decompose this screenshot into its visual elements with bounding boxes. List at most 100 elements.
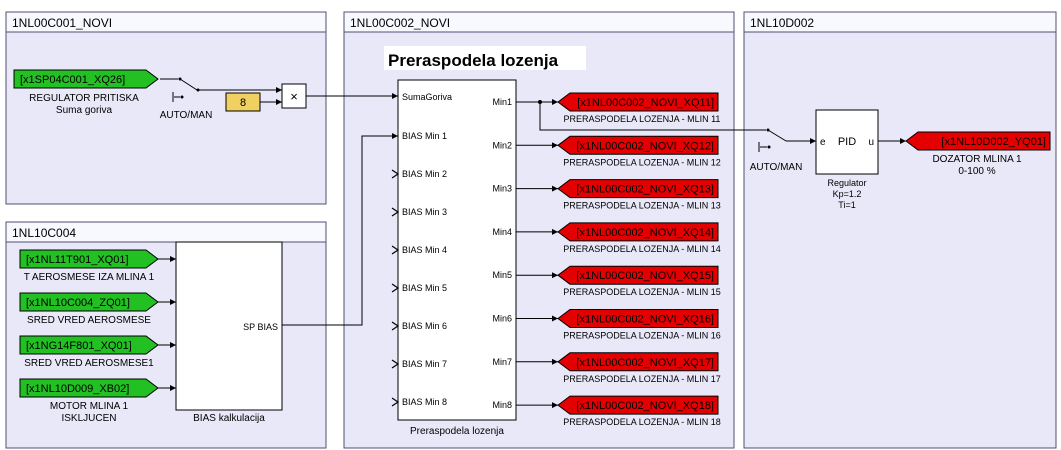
output-label: PRERASPODELA LOZENJA - MLIN 13 [563,201,721,211]
regulator-label: Regulator [827,178,866,188]
svg-text:[x1NL00C002_NOVI_XQ12]: [x1NL00C002_NOVI_XQ12] [576,140,714,152]
pid-port-u: u [868,137,874,148]
port-label: Min2 [492,140,512,150]
svg-text:[x1NL00C002_NOVI_XQ15]: [x1NL00C002_NOVI_XQ15] [576,270,714,282]
output-label: PRERASPODELA LOZENJA - MLIN 17 [563,374,721,384]
svg-text:[x1NL00C002_NOVI_XQ18]: [x1NL00C002_NOVI_XQ18] [576,400,714,412]
port-label: BIAS Min 4 [402,245,447,255]
port-label: BIAS Min 8 [402,397,447,407]
output-tag-mlin-17[interactable]: [x1NL00C002_NOVI_XQ17] [557,352,719,372]
subsystem-title: 1NL00C001_NOVI [12,16,112,30]
diagram-title: Preraspodela lozenja [388,51,559,70]
input-label: MOTOR MLINA 1 [50,401,129,412]
output-tag-mlin-12[interactable]: [x1NL00C002_NOVI_XQ12] [557,135,719,155]
pid-port-e: e [820,137,826,148]
output-tag-mlin-16[interactable]: [x1NL00C002_NOVI_XQ16] [557,309,719,328]
port-label: Min8 [492,400,512,410]
regulator-ti: Ti=1 [838,200,855,210]
input-label: REGULATOR PRITISKA [29,93,139,104]
svg-text:[x1NL00C002_NOVI_XQ17]: [x1NL00C002_NOVI_XQ17] [576,357,714,369]
output-tag-mlin-11[interactable]: [x1NL00C002_NOVI_XQ11] [557,92,719,112]
output-label: PRERASPODELA LOZENJA - MLIN 12 [563,157,721,167]
bias-port-6[interactable]: BIAS Min 6 [391,321,447,331]
input-tag-suma-goriva[interactable]: [x1SP04C001_XQ26] [13,69,159,89]
pid-block[interactable] [815,109,879,175]
subsystem-title: 1NL00C002_NOVI [350,16,450,30]
input-label: T AEROSMESE IZA MLINA 1 [24,272,155,283]
subsystem-1NL10D002[interactable]: 1NL10D002 [743,11,1057,449]
port-label: BIAS Min 1 [402,131,447,141]
bias-port-3[interactable]: BIAS Min 3 [391,207,447,217]
svg-text:[x1NL10D009_XB02]: [x1NL10D009_XB02] [26,383,129,395]
output-tag-mlin-13[interactable]: [x1NL00C002_NOVI_XQ13] [557,179,719,199]
output-tag-dozator[interactable]: [x1NL10D002_YQ01] [905,131,1051,151]
port-sp-bias: SP BIAS [243,322,278,332]
port-label: BIAS Min 3 [402,207,447,217]
svg-text:×: × [290,89,298,104]
input-label: ISKLJUCEN [61,413,116,424]
bias-port-5[interactable]: BIAS Min 5 [391,283,447,293]
port-suma-goriva: SumaGoriva [402,92,452,102]
output-label: PRERASPODELA LOZENJA - MLIN 11 [564,114,721,124]
subsystem-title: 1NL10C004 [12,226,76,240]
bias-port-8[interactable]: BIAS Min 8 [391,397,447,407]
wire-junction [538,100,542,104]
output-label: PRERASPODELA LOZENJA - MLIN 14 [563,244,721,254]
auto-man-switch[interactable] [160,77,205,103]
port-label: Min1 [492,97,512,107]
svg-text:[x1NL00C002_NOVI_XQ11]: [x1NL00C002_NOVI_XQ11] [577,97,714,109]
auto-man-switch[interactable] [758,128,787,153]
constant-block[interactable]: 8 [225,92,261,112]
bias-port-7[interactable]: BIAS Min 7 [391,359,447,369]
input-tag-1[interactable]: [x1NL11T901_XQ01] [19,249,159,269]
port-label: BIAS Min 6 [402,321,447,331]
svg-text:[x1NG14F801_XQ01]: [x1NG14F801_XQ01] [26,340,132,352]
input-tag-3[interactable]: [x1NG14F801_XQ01] [19,335,159,355]
output-label: 0-100 % [958,166,995,177]
svg-text:[x1SP04C001_XQ26]: [x1SP04C001_XQ26] [20,74,125,86]
bias-port-group: BIAS Min 1 BIAS Min 2 BIAS Min 3 BIAS Min 4… [391,131,447,407]
preraspodela-block[interactable] [397,79,517,421]
port-label: BIAS Min 5 [402,283,447,293]
output-label: DOZATOR MLINA 1 [932,154,1022,165]
output-tag-mlin-15[interactable]: [x1NL00C002_NOVI_XQ15] [557,265,719,285]
bias-port-2[interactable]: BIAS Min 2 [391,169,447,179]
block-caption: BIAS kalkulacija [193,413,265,424]
title-background [384,46,586,70]
wire-sp-bias [282,133,398,326]
svg-text:[x1NL10C004_ZQ01]: [x1NL10C004_ZQ01] [26,297,130,309]
port-label: Min5 [492,270,512,280]
svg-text:[x1NL10D002_YQ01]: [x1NL10D002_YQ01] [941,136,1046,148]
port-label: Min4 [492,227,512,237]
port-label: Min3 [492,184,512,194]
port-label: Min6 [492,314,512,324]
subsystem-1NL00C001[interactable]: 1NL00C001_NOVI [5,11,327,205]
output-tag-mlin-18[interactable]: [x1NL00C002_NOVI_XQ18] [557,395,719,415]
switch-label: AUTO/MAN [750,162,803,173]
svg-text:[x1NL11T901_XQ01]: [x1NL11T901_XQ01] [26,254,129,266]
switch-label: AUTO/MAN [160,110,213,121]
input-label: SRED VRED AEROSMESE1 [24,358,154,369]
pid-label: PID [838,136,856,148]
bias-port-1[interactable]: BIAS Min 1 [402,131,447,141]
port-label: BIAS Min 7 [402,359,447,369]
port-label: Min7 [492,357,512,367]
output-label: PRERASPODELA LOZENJA - MLIN 15 [563,287,721,297]
block-caption: Preraspodela lozenja [410,426,504,437]
input-label: Suma goriva [56,105,113,116]
output-tag-mlin-14[interactable]: [x1NL00C002_NOVI_XQ14] [557,222,719,242]
wire-min1-to-regulator [539,102,760,131]
svg-text:[x1NL00C002_NOVI_XQ13]: [x1NL00C002_NOVI_XQ13] [576,184,714,196]
input-tag-4[interactable]: [x1NL10D009_XB02] [19,378,159,398]
input-tag-2[interactable]: [x1NL10C004_ZQ01] [19,292,159,312]
subsystem-title: 1NL10D002 [750,16,814,30]
output-tag-group: [x1NL00C002_NOVI_XQ11] PRERASPODELA LOZEN… [516,92,721,427]
output-label: PRERASPODELA LOZENJA - MLIN 16 [563,331,721,341]
bias-calc-block[interactable] [175,241,283,411]
multiply-block[interactable]: × [281,83,307,109]
output-label: PRERASPODELA LOZENJA - MLIN 18 [563,417,721,427]
bias-port-4[interactable]: BIAS Min 4 [391,245,447,255]
svg-text:[x1NL00C002_NOVI_XQ16]: [x1NL00C002_NOVI_XQ16] [576,314,714,326]
